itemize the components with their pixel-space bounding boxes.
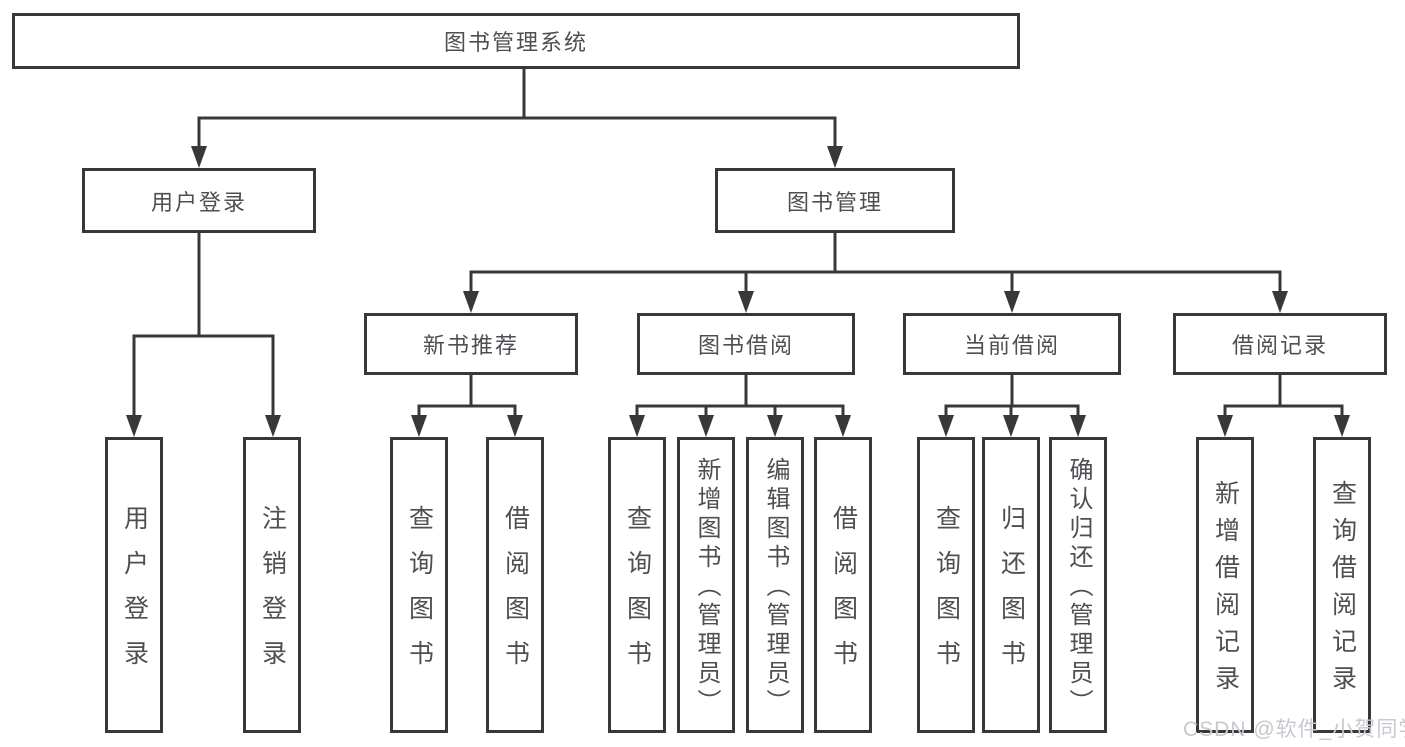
node-label: 图书管理系统	[443, 30, 588, 55]
connector-new-book-to-leaves	[411, 375, 523, 437]
node-label: 新增借阅记录	[1211, 480, 1240, 702]
node-label: 借阅记录	[1231, 333, 1328, 358]
node-label: 图书管理	[786, 189, 883, 215]
node-label: 注销登录	[258, 505, 287, 685]
connector-borrow-records-to-leaves	[1217, 375, 1350, 437]
node-leaf-confirm-return-admin: 确认归还（管理员）	[1049, 437, 1107, 733]
node-label: 查询借阅记录	[1328, 480, 1357, 702]
connector-book-mgmt-to-groups	[463, 233, 1288, 313]
node-label: 编辑图书（管理员）	[762, 457, 789, 718]
watermark: CSDN @软件_小贺同学	[1183, 718, 1405, 741]
node-leaf-user-login: 用户登录	[105, 437, 163, 733]
node-new-book-recommend: 新书推荐	[364, 313, 578, 375]
node-leaf-logout: 注销登录	[243, 437, 301, 733]
node-current-borrow: 当前借阅	[903, 313, 1121, 375]
node-label: 归还图书	[997, 505, 1026, 685]
node-leaf-borrow-books-recommend: 借阅图书	[486, 437, 544, 733]
node-book-mgmt-module: 图书管理	[715, 168, 955, 233]
node-leaf-query-books-current: 查询图书	[917, 437, 975, 733]
node-label: 确认归还（管理员）	[1065, 457, 1092, 718]
node-label: 新增图书（管理员）	[693, 457, 720, 718]
node-label: 用户登录	[150, 189, 247, 215]
node-label: 新书推荐	[422, 333, 519, 358]
node-user-login-module: 用户登录	[82, 168, 316, 233]
node-label: 当前借阅	[963, 333, 1060, 358]
node-label: 借阅图书	[501, 505, 530, 685]
node-leaf-add-books-admin: 新增图书（管理员）	[677, 437, 735, 733]
node-leaf-edit-books-admin: 编辑图书（管理员）	[746, 437, 804, 733]
node-label: 图书借阅	[697, 333, 794, 358]
node-leaf-query-books-recommend: 查询图书	[390, 437, 448, 733]
connector-root-to-branches	[191, 69, 843, 168]
node-label: 查询图书	[405, 505, 434, 685]
node-leaf-query-borrow-record: 查询借阅记录	[1313, 437, 1371, 733]
node-label: 借阅图书	[829, 505, 858, 685]
node-borrow-records: 借阅记录	[1173, 313, 1387, 375]
node-leaf-query-books-borrow: 查询图书	[608, 437, 666, 733]
connector-current-borrow-to-leaves	[938, 375, 1086, 437]
node-label: 用户登录	[120, 505, 149, 685]
node-leaf-borrow-books: 借阅图书	[814, 437, 872, 733]
node-book-borrow: 图书借阅	[637, 313, 855, 375]
node-root-system: 图书管理系统	[12, 13, 1020, 69]
connector-book-borrow-to-leaves	[629, 375, 851, 437]
node-label: 查询图书	[623, 505, 652, 685]
node-leaf-add-borrow-record: 新增借阅记录	[1196, 437, 1254, 733]
node-label: 查询图书	[932, 505, 961, 685]
connector-user-login-to-leaves	[126, 233, 281, 437]
node-leaf-return-books: 归还图书	[982, 437, 1040, 733]
